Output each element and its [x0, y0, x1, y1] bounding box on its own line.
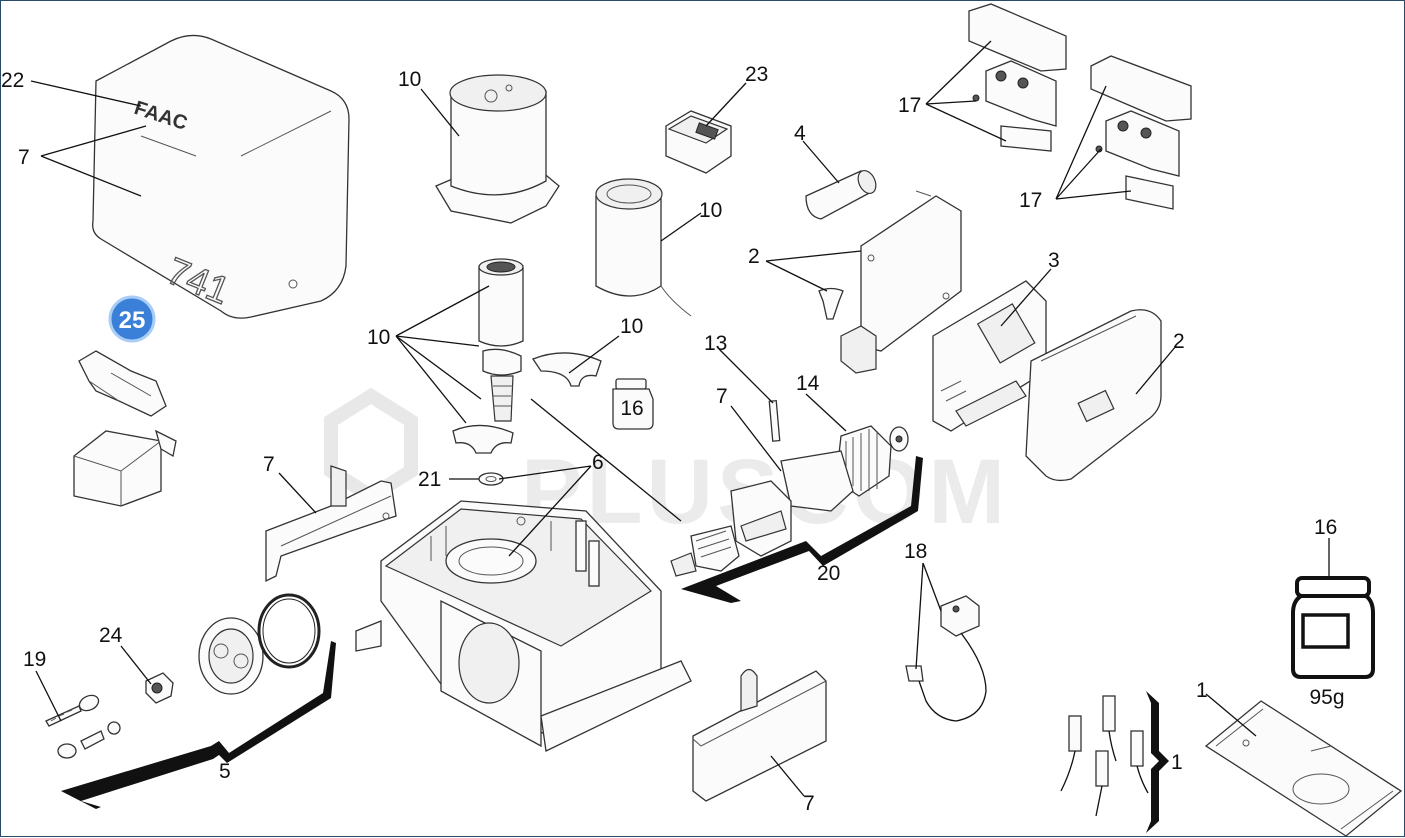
motor-cap — [435, 74, 560, 224]
callout-5: 5 — [219, 760, 231, 783]
callout-10-rotor: 10 — [367, 326, 390, 349]
callout-1-plate: 1 — [1196, 679, 1208, 702]
cable-cover-plate — [265, 465, 397, 583]
end-cover — [692, 668, 827, 802]
callout-labels: 22 7 10 23 4 10 17 17 2 3 10 10 13 2 7 1… — [1, 63, 1337, 815]
pin — [768, 400, 781, 442]
brace-5 — [61, 641, 336, 809]
release-key — [45, 694, 100, 727]
limit-switch-set-lower — [1090, 55, 1192, 210]
cable-gland — [145, 672, 174, 704]
packaging-box: 25 — [73, 295, 177, 507]
grease-jar-small: 16 — [612, 378, 654, 430]
callout-7-gear: 7 — [716, 385, 728, 408]
callout-2-bracket: 2 — [748, 245, 760, 268]
badge-number: 25 — [119, 307, 146, 334]
encoder-module — [665, 110, 732, 174]
callout-21: 21 — [418, 468, 441, 491]
retainer-clip-upper — [532, 352, 602, 387]
release-handwheel — [198, 593, 321, 695]
cover-housing: FAAC 741 — [92, 34, 350, 319]
jar-small-label: 16 — [620, 397, 643, 420]
screw-set — [57, 721, 121, 759]
callout-14: 14 — [796, 372, 820, 395]
callout-22: 22 — [1, 69, 24, 92]
callout-16: 16 — [1314, 516, 1337, 539]
callout-20: 20 — [817, 562, 840, 585]
callout-7-cover: 7 — [18, 146, 30, 169]
rotor-shaft — [478, 258, 524, 422]
callout-13: 13 — [704, 332, 727, 355]
retainer-clip-lower — [452, 424, 514, 454]
callout-24: 24 — [99, 624, 123, 647]
brace-1 — [1146, 691, 1169, 833]
gearbox-housing — [355, 500, 692, 752]
control-bracket — [818, 190, 962, 374]
foundation-plate — [1204, 700, 1403, 837]
callout-17-lower: 17 — [1019, 189, 1042, 212]
callout-2-enclosure: 2 — [1173, 330, 1185, 353]
callout-23: 23 — [745, 63, 768, 86]
brace-20 — [681, 456, 923, 603]
jar-large-weight: 95g — [1309, 686, 1344, 709]
callout-18: 18 — [904, 540, 927, 563]
anchor-bolts — [1060, 695, 1149, 817]
badge-circle — [108, 295, 156, 343]
callout-7-end-cover: 7 — [803, 792, 815, 815]
limit-switch-set-upper — [968, 3, 1067, 152]
motor-stator — [595, 178, 692, 317]
sensor-cable — [905, 595, 987, 722]
board-enclosure — [1025, 309, 1162, 482]
grease-jar-large: 95g — [1291, 576, 1375, 709]
callout-4: 4 — [794, 122, 806, 145]
capacitor — [805, 170, 877, 220]
callout-10-stator: 10 — [699, 199, 722, 222]
callout-19: 19 — [23, 648, 46, 671]
gear-assembly — [670, 450, 854, 577]
callout-3: 3 — [1048, 249, 1060, 272]
callout-7-plate: 7 — [263, 453, 275, 476]
callout-17-upper: 17 — [898, 94, 921, 117]
callout-10-motor-cap: 10 — [398, 68, 421, 91]
callout-6: 6 — [592, 451, 604, 474]
leader-lines — [30, 40, 1330, 797]
callout-1-bolts: 1 — [1171, 751, 1183, 774]
callout-10-clip: 10 — [620, 315, 643, 338]
